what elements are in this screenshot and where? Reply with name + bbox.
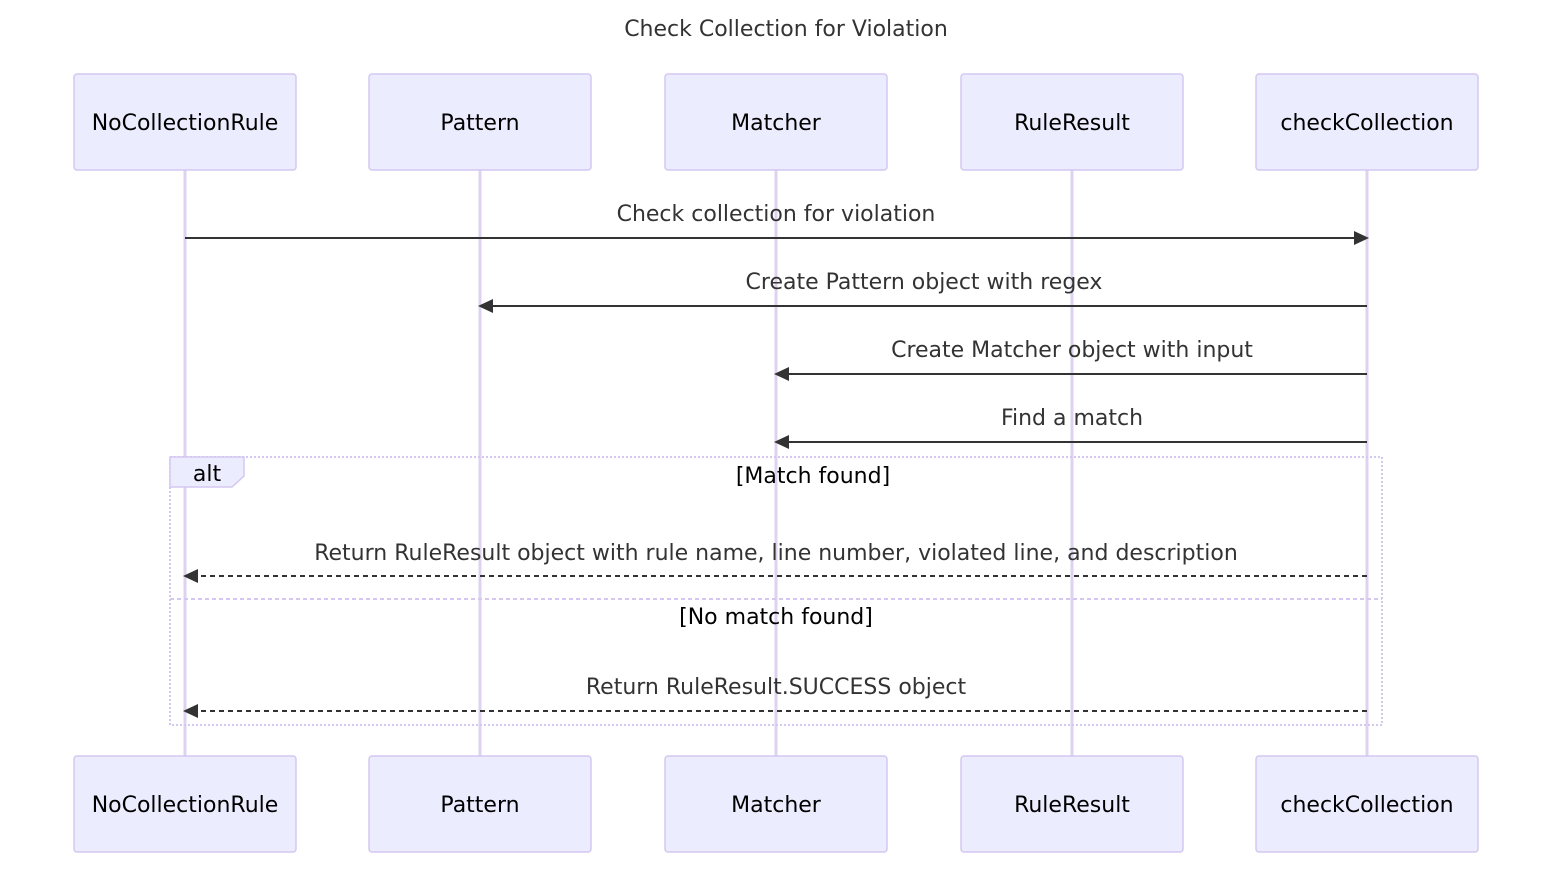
participant-label: Matcher bbox=[731, 111, 822, 136]
message-label: Return RuleResult object with rule name,… bbox=[314, 541, 1238, 566]
message-check-collection: Check collection for violation bbox=[185, 202, 1369, 245]
message-label: Create Matcher object with input bbox=[891, 338, 1253, 363]
participant-rule-result[interactable]: RuleResult bbox=[960, 73, 1184, 171]
alt-fragment: alt [Match found] [No match found] bbox=[169, 456, 1383, 726]
arrowhead bbox=[774, 367, 789, 381]
alt-frame bbox=[169, 456, 1383, 726]
participant-matcher-bottom[interactable]: Matcher bbox=[664, 755, 888, 853]
messages: Check collection for violation Create Pa… bbox=[183, 202, 1369, 718]
message-label: Find a match bbox=[1001, 406, 1143, 431]
diagram-title: Check Collection for Violation bbox=[624, 17, 948, 42]
alt-condition-no-match: [No match found] bbox=[679, 605, 873, 630]
message-label: Return RuleResult.SUCCESS object bbox=[586, 675, 967, 700]
message-label: Check collection for violation bbox=[617, 202, 936, 227]
participant-no-collection-rule[interactable]: NoCollectionRule bbox=[73, 73, 297, 171]
participants-top: NoCollectionRule Pattern Matcher RuleRes… bbox=[73, 73, 1479, 171]
participant-matcher[interactable]: Matcher bbox=[664, 73, 888, 171]
participant-label: RuleResult bbox=[1014, 111, 1130, 136]
arrowhead bbox=[478, 299, 493, 313]
arrowhead bbox=[774, 435, 789, 449]
message-return-rule-result: Return RuleResult object with rule name,… bbox=[183, 541, 1367, 583]
participant-rule-result-bottom[interactable]: RuleResult bbox=[960, 755, 1184, 853]
participant-pattern[interactable]: Pattern bbox=[368, 73, 592, 171]
participant-pattern-bottom[interactable]: Pattern bbox=[368, 755, 592, 853]
participant-check-collection-bottom[interactable]: checkCollection bbox=[1255, 755, 1479, 853]
alt-condition-match: [Match found] bbox=[736, 464, 890, 489]
participant-label: NoCollectionRule bbox=[92, 793, 279, 818]
participant-check-collection[interactable]: checkCollection bbox=[1255, 73, 1479, 171]
participant-label: NoCollectionRule bbox=[92, 111, 279, 136]
participant-no-collection-rule-bottom[interactable]: NoCollectionRule bbox=[73, 755, 297, 853]
participant-label: Matcher bbox=[731, 793, 822, 818]
message-create-matcher: Create Matcher object with input bbox=[774, 338, 1367, 381]
participant-label: Pattern bbox=[440, 111, 519, 136]
arrowhead bbox=[183, 569, 198, 583]
message-label: Create Pattern object with regex bbox=[746, 270, 1103, 295]
participants-bottom: NoCollectionRule Pattern Matcher RuleRes… bbox=[73, 755, 1479, 853]
message-find-match: Find a match bbox=[774, 406, 1367, 449]
alt-tab bbox=[169, 456, 245, 488]
lifelines bbox=[183, 170, 1369, 756]
participant-label: Pattern bbox=[440, 793, 519, 818]
participant-label: checkCollection bbox=[1280, 793, 1453, 818]
message-create-pattern: Create Pattern object with regex bbox=[478, 270, 1367, 313]
participant-label: RuleResult bbox=[1014, 793, 1130, 818]
message-return-success: Return RuleResult.SUCCESS object bbox=[183, 675, 1367, 718]
arrowhead bbox=[183, 704, 198, 718]
alt-label: alt bbox=[193, 462, 222, 487]
arrowhead bbox=[1354, 231, 1369, 245]
participant-label: checkCollection bbox=[1280, 111, 1453, 136]
